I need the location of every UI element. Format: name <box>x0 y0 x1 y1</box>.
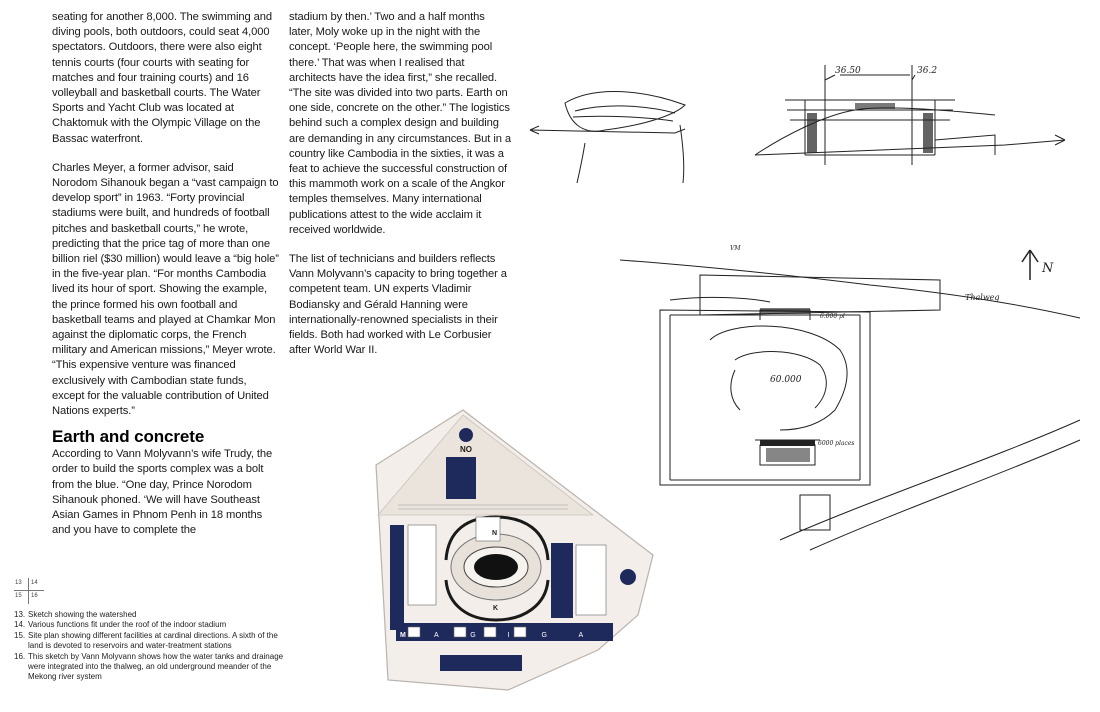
plan-label: K <box>493 605 498 612</box>
figure-key-label: 13 <box>15 580 22 586</box>
north-arrow-icon <box>1021 249 1039 280</box>
capacity-label: 60.000 <box>770 375 802 385</box>
caption: 15.Site plan showing different facilitie… <box>14 630 278 651</box>
north-label: N <box>1041 261 1054 276</box>
paragraph: According to Vann Molyvann’s wife Trudy,… <box>52 448 273 537</box>
text-column-right: stadium by then.’ Two and a half months … <box>289 10 511 372</box>
paragraph: stadium by then.’ Two and a half months … <box>289 11 511 236</box>
plan-label: M <box>400 632 406 639</box>
paragraph: seating for another 8,000. The swimming … <box>52 11 272 145</box>
figure-key: 13 14 15 16 <box>14 578 44 604</box>
capacity-label: 6000 places <box>818 440 855 447</box>
plan-label: A G I G A <box>434 632 598 639</box>
text-column-left: seating for another 8,000. The swimming … <box>52 10 280 553</box>
sketch-label: VM <box>730 245 741 252</box>
plan-label: NO <box>460 445 472 454</box>
paragraph: Charles Meyer, a former advisor, said No… <box>52 161 279 418</box>
dimension-label: 36.50 <box>835 66 861 76</box>
site-plan: NO K N M A G I G A <box>375 409 654 691</box>
plan-label: N <box>492 530 497 537</box>
section-heading: Earth and concrete <box>52 427 205 447</box>
watershed-sketch: 36.50 36.2 <box>529 65 1066 184</box>
figure-captions: 13.Sketch showing the watershed 14.Vario… <box>14 610 292 683</box>
thalweg-label: Thalweg <box>965 293 1000 302</box>
capacity-label: 6.000 pl <box>820 313 845 320</box>
figure-key-label: 16 <box>31 593 38 599</box>
figure-key-label: 15 <box>15 593 22 599</box>
paragraph: The list of technicians and builders ref… <box>289 253 507 357</box>
site-sketch: VM N Thalweg 6.000 pl 60.000 6000 places <box>619 245 1081 551</box>
caption: 13.Sketch showing the watershed <box>14 610 137 619</box>
caption: 14.Various functions fit under the roof … <box>14 620 227 630</box>
dimension-label: 36.2 <box>917 66 937 76</box>
caption: 16.This sketch by Vann Molyvann shows ho… <box>14 651 284 682</box>
figure-key-label: 14 <box>31 580 38 586</box>
